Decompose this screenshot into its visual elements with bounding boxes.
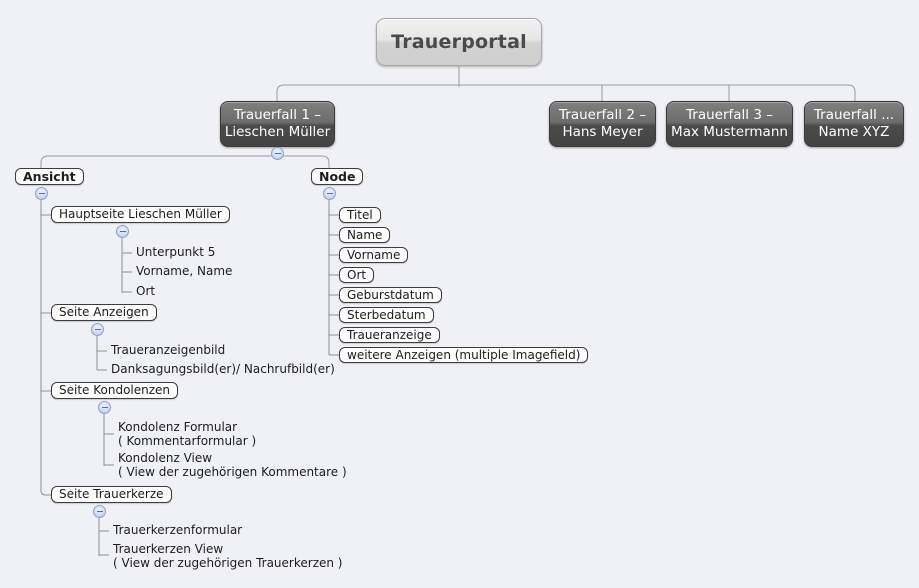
leaf-kondolenz-formular: Kondolenz Formular ( Kommentarformular ) (118, 420, 257, 448)
node-hauptseite-label: Hauptseite Lieschen Müller (59, 207, 222, 221)
leaf-line1: Unterpunkt 5 (136, 245, 216, 259)
node-field-name[interactable]: Name (339, 227, 391, 243)
leaf-line1: Traueranzeigenbild (111, 343, 226, 357)
leaf-line1: Kondolenz Formular (118, 420, 238, 434)
collapse-handle-seite-kondolenzen[interactable] (98, 401, 111, 414)
node-trauerfall-xyz-label: Trauerfall ... Name XYZ (813, 107, 895, 140)
node-trauerfall-xyz[interactable]: Trauerfall ... Name XYZ (804, 101, 904, 147)
collapse-handle-hauptseite[interactable] (116, 225, 129, 238)
node-field-label: Traueranzeige (347, 327, 432, 342)
node-seite-anzeigen-label: Seite Anzeigen (59, 305, 149, 319)
node-field-titel[interactable]: Titel (339, 207, 381, 223)
leaf-line2: ( View der zugehörigen Trauerkerzen ) (113, 555, 343, 570)
node-trauerfall-1[interactable]: Trauerfall 1 – Lieschen Müller (220, 101, 335, 147)
minus-icon (274, 153, 281, 154)
node-root-label: Trauerportal (391, 31, 527, 53)
leaf-line1: Ort (136, 284, 156, 298)
node-trauerfall-3[interactable]: Trauerfall 3 – Max Mustermann (666, 101, 793, 147)
leaf-line1: Danksagungsbild(er)/ Nachrufbild(er) (111, 362, 335, 376)
node-trauerfall-1-label: Trauerfall 1 – Lieschen Müller (224, 107, 331, 140)
collapse-handle-seite-trauerkerze[interactable] (93, 505, 106, 518)
node-field-vorname[interactable]: Vorname (339, 247, 409, 263)
minus-icon (119, 231, 126, 232)
node-ansicht[interactable]: Ansicht (15, 168, 84, 185)
node-field-ort[interactable]: Ort (339, 267, 375, 283)
leaf-unterpunkt-5: Unterpunkt 5 (136, 245, 216, 260)
node-trauerfall-2-label: Trauerfall 2 – Hans Meyer (559, 107, 646, 140)
node-hauptseite-lieschen-mueller[interactable]: Hauptseite Lieschen Müller (51, 206, 230, 223)
collapse-handle-node[interactable] (323, 187, 336, 200)
leaf-line1: Vorname, Name (136, 264, 233, 278)
node-field-label: weitere Anzeigen (multiple Imagefield) (347, 347, 581, 362)
node-node[interactable]: Node (311, 168, 364, 185)
collapse-handle-ansicht[interactable] (35, 187, 48, 200)
collapse-handle-trauerfall-1[interactable] (271, 147, 284, 160)
minus-icon (94, 329, 101, 330)
minus-icon (96, 511, 103, 512)
node-seite-kondolenzen-label: Seite Kondolenzen (59, 383, 171, 397)
node-trauerfall-2[interactable]: Trauerfall 2 – Hans Meyer (549, 101, 656, 147)
leaf-kondolenz-view: Kondolenz View ( View der zugehörigen Ko… (118, 451, 347, 479)
leaf-ort: Ort (136, 284, 156, 299)
node-seite-kondolenzen[interactable]: Seite Kondolenzen (51, 382, 179, 399)
leaf-line2: ( View der zugehörigen Kommentare ) (118, 464, 347, 479)
node-trauerfall-3-label: Trauerfall 3 – Max Mustermann (671, 107, 788, 140)
leaf-line1: Trauerkerzenformular (113, 523, 243, 537)
node-field-label: Name (347, 227, 383, 242)
leaf-trauerkerzen-view: Trauerkerzen View ( View der zugehörigen… (113, 542, 343, 570)
leaf-line2: ( Kommentarformular ) (118, 433, 257, 448)
leaf-trauerkerzenformular: Trauerkerzenformular (113, 523, 243, 538)
minus-icon (38, 193, 45, 194)
node-seite-trauerkerze[interactable]: Seite Trauerkerze (51, 486, 172, 503)
node-node-label: Node (319, 168, 356, 184)
leaf-line1: Trauerkerzen View (113, 542, 224, 556)
node-field-geburstdatum[interactable]: Geburstdatum (339, 287, 442, 303)
node-field-label: Geburstdatum (347, 287, 434, 302)
node-field-label: Sterbedatum (347, 307, 426, 322)
minus-icon (326, 193, 333, 194)
node-root-trauerportal[interactable]: Trauerportal (376, 18, 542, 66)
node-seite-anzeigen[interactable]: Seite Anzeigen (51, 304, 157, 321)
node-seite-trauerkerze-label: Seite Trauerkerze (59, 487, 164, 501)
node-field-weitere-anzeigen[interactable]: weitere Anzeigen (multiple Imagefield) (339, 347, 589, 363)
node-field-traueranzeige[interactable]: Traueranzeige (339, 327, 440, 343)
leaf-line1: Kondolenz View (118, 451, 213, 465)
leaf-traueranzeigenbild: Traueranzeigenbild (111, 343, 226, 358)
collapse-handle-seite-anzeigen[interactable] (91, 323, 104, 336)
node-field-label: Titel (347, 207, 373, 222)
node-field-label: Ort (347, 267, 367, 282)
node-field-sterbedatum[interactable]: Sterbedatum (339, 307, 434, 323)
node-field-label: Vorname (347, 247, 401, 262)
minus-icon (101, 407, 108, 408)
node-ansicht-label: Ansicht (23, 168, 76, 184)
leaf-vorname-name: Vorname, Name (136, 264, 233, 279)
leaf-danksagungsbild: Danksagungsbild(er)/ Nachrufbild(er) (111, 362, 335, 377)
